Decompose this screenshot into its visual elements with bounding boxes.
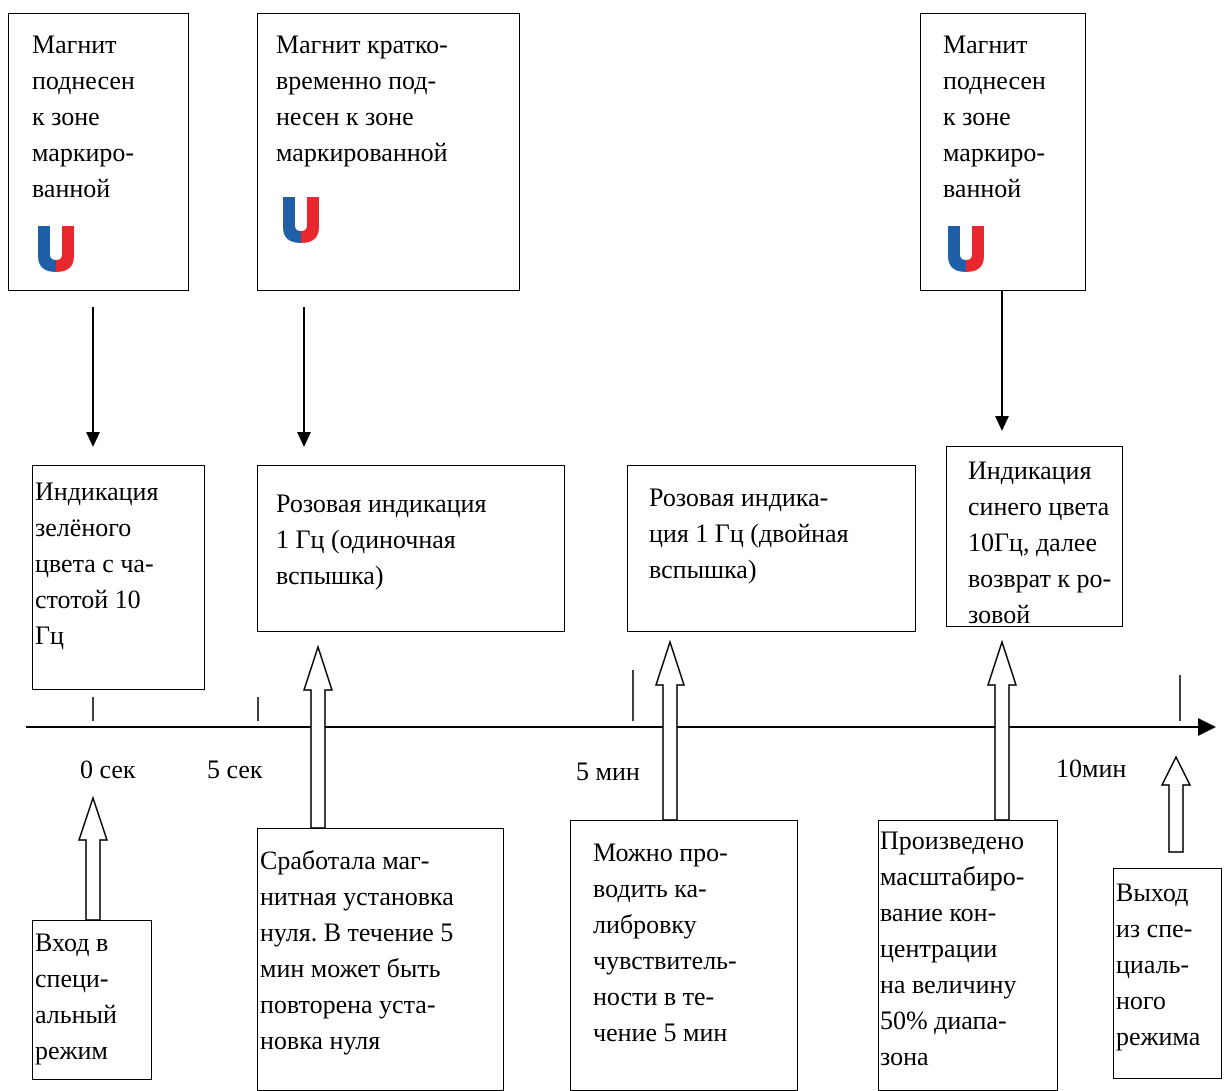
- time-label-5-min: 5 мин: [576, 757, 640, 786]
- magnet-icon: [283, 197, 319, 243]
- arrow-down-icon: [995, 285, 1009, 431]
- hollow-arrow-up-icon: [302, 644, 334, 829]
- magnet-box-2: Магнит кратко- временно под- несен к зон…: [257, 13, 520, 291]
- indication-box-3: Розовая индика- ция 1 Гц (двойная вспышк…: [627, 465, 916, 632]
- magnet-box-1: Магнит поднесен к зоне маркиро- ванной: [8, 13, 189, 291]
- event-box-1: Вход в специ- альный режим: [32, 920, 152, 1080]
- hollow-arrow-up-icon: [77, 795, 109, 921]
- indication-box-1: Индикация зелёного цвета с ча- стотой 10…: [32, 465, 205, 690]
- magnet-box-3: Магнит поднесен к зоне маркиро- ванной: [920, 13, 1086, 291]
- event-box-2-text: Сработала маг- нитная установка нуля. В …: [260, 846, 454, 1055]
- magnet-icon: [38, 226, 74, 272]
- arrow-down-icon: [297, 307, 311, 447]
- indication-box-4-text: Индикация синего цвета 10Гц, далее возвр…: [968, 456, 1112, 627]
- indication-box-4: Индикация синего цвета 10Гц, далее возвр…: [946, 446, 1123, 627]
- event-box-5: Выход из спе- циаль- ного режима: [1113, 868, 1222, 1079]
- arrow-right-icon: [1198, 718, 1216, 736]
- magnet-box-2-text: Магнит кратко- временно под- несен к зон…: [276, 30, 448, 167]
- event-box-3-text: Можно про- водить ка- либровку чувствите…: [593, 838, 737, 1047]
- time-label-5-sec: 5 сек: [207, 755, 263, 784]
- arrow-down-icon: [86, 307, 100, 447]
- time-label-10-min: 10мин: [1056, 754, 1127, 783]
- indication-box-1-text: Индикация зелёного цвета с ча- стотой 10…: [35, 477, 159, 650]
- event-box-4: Произведено масштабиро- вание кон- центр…: [878, 820, 1058, 1091]
- hollow-arrow-up-icon: [654, 639, 686, 821]
- time-label-0-sec: 0 сек: [80, 755, 136, 784]
- indication-box-2: Розовая индикация 1 Гц (одиночная вспышк…: [257, 465, 565, 632]
- magnet-box-3-text: Магнит поднесен к зоне маркиро- ванной: [943, 30, 1046, 203]
- indication-box-2-text: Розовая индикация 1 Гц (одиночная вспышк…: [276, 489, 487, 590]
- indication-box-3-text: Розовая индика- ция 1 Гц (двойная вспышк…: [649, 483, 849, 584]
- event-box-3: Можно про- водить ка- либровку чувствите…: [570, 820, 798, 1091]
- event-box-1-text: Вход в специ- альный режим: [35, 928, 117, 1065]
- hollow-arrow-up-icon: [986, 639, 1018, 821]
- magnet-box-1-text: Магнит поднесен к зоне маркиро- ванной: [32, 30, 135, 203]
- event-box-2: Сработала маг- нитная установка нуля. В …: [257, 828, 504, 1091]
- magnet-icon: [948, 226, 984, 272]
- hollow-arrow-up-icon: [1160, 755, 1192, 853]
- event-box-5-text: Выход из спе- циаль- ного режима: [1116, 878, 1201, 1051]
- event-box-4-text: Произведено масштабиро- вание кон- центр…: [880, 826, 1025, 1071]
